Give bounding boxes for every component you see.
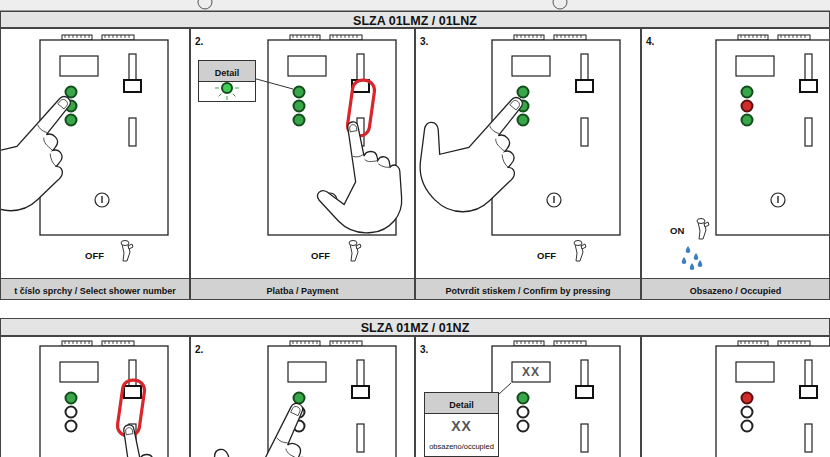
label-text: SLZA 01MZ / 01NZ (361, 321, 470, 335)
text-holder: 3. (420, 339, 428, 357)
caption-cell: Platba / Payment (190, 278, 415, 300)
step-number: 2. (195, 36, 203, 47)
text-holder: OFF (311, 245, 330, 263)
tap-state: OFF (537, 250, 556, 261)
step-panel: 3. OFF (415, 28, 641, 279)
hand (193, 381, 340, 457)
header-band: SLZA 01MZ / 01NZ (0, 318, 830, 336)
text-holder: SLZA 01MZ / 01NZ (361, 318, 470, 336)
leader-line (499, 383, 511, 394)
shower-controller (716, 341, 830, 457)
step-panel: OFF (0, 28, 190, 279)
text-holder: ON (670, 220, 684, 238)
caption-cell: Potvrdit stiskem / Confirm by pressing (415, 278, 641, 300)
label-text: SLZA 01LMZ / 01LNZ (353, 14, 477, 28)
header-band: SLZA 01LMZ / 01LNZ (0, 11, 830, 28)
step-number: 4. (646, 36, 654, 47)
tap-icon (697, 219, 709, 240)
text-holder: Detail (425, 393, 498, 414)
shower-controller (40, 35, 168, 235)
label-text: obsazeno/occupied (429, 442, 494, 451)
display-holder: XX (512, 362, 550, 382)
tap-state: OFF (311, 250, 330, 261)
tap-icon (121, 241, 133, 262)
step-number: 2. (195, 344, 203, 355)
tap-icon (574, 241, 586, 262)
step-number: 3. (420, 36, 428, 47)
top-strip (0, 0, 830, 11)
hand (306, 115, 410, 240)
step-panel: 4. ON (641, 28, 830, 279)
caption-cell: Obsazeno / Occupied (641, 278, 830, 300)
water-drop (698, 260, 703, 267)
text-holder: Platba / Payment (266, 280, 338, 298)
tap-state: OFF (85, 250, 104, 261)
label-text: t číslo sprchy / Select shower number (14, 286, 176, 296)
label-text: Detail (449, 400, 474, 410)
water-drop (694, 253, 699, 260)
water-drop (682, 257, 687, 264)
payment-card (116, 379, 146, 438)
text-holder: OFF (85, 245, 104, 263)
caption-cell: t číslo sprchy / Select shower number (0, 278, 190, 300)
display-text: XX (522, 365, 540, 379)
text-holder: t číslo sprchy / Select shower number (14, 280, 176, 298)
label-text: Potvrdit stiskem / Confirm by pressing (445, 286, 610, 296)
hand (0, 63, 103, 229)
text-holder: 2. (195, 339, 203, 357)
cropped-circle (198, 0, 212, 9)
detail-callout: DetailXX obsazeno/occupied (424, 392, 499, 457)
step-number: 3. (420, 344, 428, 355)
tap-icon (349, 241, 361, 262)
text-holder: Detail (199, 61, 255, 82)
label-text: Platba / Payment (266, 286, 338, 296)
water-drop (690, 263, 695, 270)
step-panel: 3.DetailXXobsazeno/occupied (415, 336, 641, 457)
text-holder: 2. (195, 31, 203, 49)
step-panel: 2. OFF Detail (190, 28, 415, 279)
label-text: XX (451, 418, 472, 434)
label-text: Detail (215, 68, 240, 78)
hand (82, 418, 186, 457)
text-holder: obsazeno/occupied (425, 435, 498, 456)
step-panel: 2. (190, 336, 415, 457)
shower-controller (492, 35, 620, 235)
text-holder: OFF (537, 245, 556, 263)
water-drop (686, 246, 691, 253)
leader-line (256, 79, 293, 89)
label-text: Obsazeno / Occupied (690, 286, 782, 296)
text-holder: XX (425, 417, 498, 435)
text-holder: Potvrdit stiskem / Confirm by pressing (445, 280, 610, 298)
shower-controller (492, 341, 620, 457)
shower-controller (716, 35, 830, 235)
text-holder: Obsazeno / Occupied (690, 280, 782, 298)
text-holder: 4. (646, 31, 654, 49)
shower-controller (40, 341, 168, 457)
tap-state: ON (670, 225, 684, 236)
cropped-circle (553, 0, 567, 9)
text-holder: SLZA 01LMZ / 01LNZ (353, 11, 477, 29)
text-holder: 3. (420, 31, 428, 49)
hand (393, 64, 555, 230)
detail-callout: Detail (198, 60, 256, 102)
